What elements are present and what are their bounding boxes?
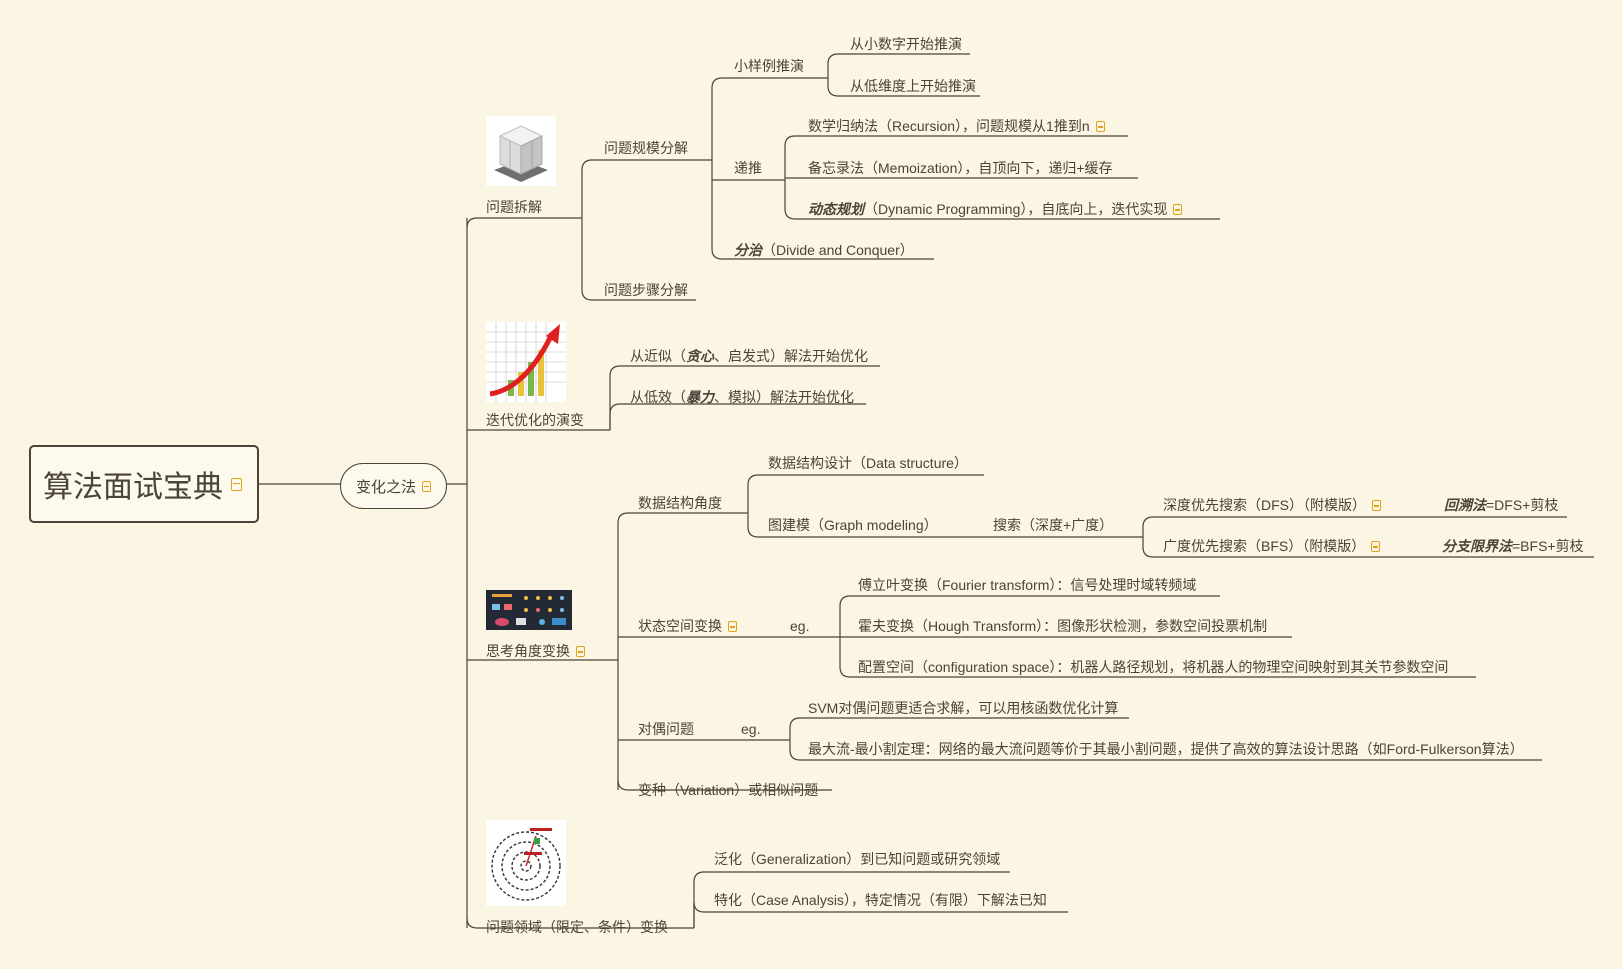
- node-perspective[interactable]: 思考角度变换: [486, 642, 585, 660]
- node-ds-angle[interactable]: 数据结构角度: [638, 495, 722, 511]
- node-bfs[interactable]: 广度优先搜索（BFS）（附模版）: [1163, 537, 1381, 555]
- target-circles-image: [486, 820, 566, 906]
- node-induction[interactable]: 数学归纳法（Recursion），问题规模从1推到n: [808, 117, 1105, 135]
- node-duality[interactable]: 对偶问题: [638, 721, 694, 737]
- node-ds-design[interactable]: 数据结构设计（Data structure）: [768, 455, 968, 471]
- note-icon[interactable]: [1173, 204, 1183, 215]
- node-variation[interactable]: 变种（Variation）或相似问题: [638, 782, 819, 798]
- note-icon[interactable]: [231, 477, 242, 491]
- node-state-space[interactable]: 状态空间变换: [638, 617, 737, 635]
- main-topic[interactable]: 变化之法: [340, 463, 447, 509]
- node-graph-modeling[interactable]: 图建模（Graph modeling）: [768, 517, 938, 533]
- dc-text: （Divide and Conquer）: [762, 242, 914, 258]
- root-title: 算法面试宝典: [43, 471, 223, 504]
- state-label: 状态空间变换: [638, 618, 722, 634]
- dfs-label: 深度优先搜索（DFS）（附模版）: [1163, 497, 1366, 513]
- node-fourier[interactable]: 傅立叶变换（Fourier transform）：信号处理时域转频域: [858, 577, 1197, 593]
- approx-post: 、启发式）解法开始优化: [714, 348, 868, 364]
- node-generalization[interactable]: 泛化（Generalization）到已知问题或研究领域: [714, 851, 1001, 867]
- node-decompose[interactable]: 问题拆解: [486, 199, 542, 215]
- node-state-eg[interactable]: eg.: [790, 618, 810, 634]
- node-search[interactable]: 搜索（深度+广度）: [993, 517, 1114, 533]
- bb-em: 分支限界法: [1442, 538, 1512, 554]
- node-small-example[interactable]: 小样例推演: [734, 58, 804, 74]
- backtrack-text: =DFS+剪枝: [1486, 497, 1559, 513]
- ineff-pre: 从低效（: [630, 389, 686, 405]
- root-topic[interactable]: 算法面试宝典: [29, 445, 259, 523]
- approx-pre: 从近似（: [630, 348, 686, 364]
- note-icon[interactable]: [422, 480, 431, 492]
- node-domain[interactable]: 问题领域（限定、条件）变换: [486, 919, 668, 935]
- bfs-label: 广度优先搜索（BFS）（附模版）: [1163, 538, 1366, 554]
- dp-emphasis: 动态规划: [808, 201, 864, 217]
- approx-em: 贪心: [686, 348, 714, 364]
- note-icon[interactable]: [728, 621, 737, 632]
- node-config-space[interactable]: 配置空间（configuration space）：机器人路径规划，将机器人的物…: [858, 659, 1449, 675]
- induction-label: 数学归纳法（Recursion），问题规模从1推到n: [808, 118, 1090, 134]
- node-small-numbers[interactable]: 从小数字开始推演: [850, 36, 962, 52]
- perspective-label: 思考角度变换: [486, 643, 570, 659]
- dp-text: （Dynamic Programming），自底向上，迭代实现: [864, 201, 1168, 217]
- node-dynamic-programming[interactable]: 动态规划（Dynamic Programming），自底向上，迭代实现: [808, 200, 1183, 218]
- node-dual-eg[interactable]: eg.: [741, 721, 761, 737]
- growth-chart-image: [486, 322, 566, 402]
- node-specialization[interactable]: 特化（Case Analysis），特定情况（有限）下解法已知: [714, 892, 1047, 908]
- dc-emphasis: 分治: [734, 242, 762, 258]
- node-dfs[interactable]: 深度优先搜索（DFS）（附模版）: [1163, 496, 1381, 514]
- node-scale-decompose[interactable]: 问题规模分解: [604, 140, 688, 156]
- node-memoization[interactable]: 备忘录法（Memoization），自顶向下，递归+缓存: [808, 160, 1113, 176]
- note-icon[interactable]: [1095, 121, 1105, 132]
- node-hough[interactable]: 霍夫变换（Hough Transform）：图像形状检测，参数空间投票机制: [858, 618, 1268, 634]
- node-step-decompose[interactable]: 问题步骤分解: [604, 282, 688, 298]
- note-icon[interactable]: [1372, 500, 1381, 511]
- cube-image: [486, 116, 556, 186]
- node-inefficient[interactable]: 从低效（暴力、模拟）解法开始优化: [630, 388, 854, 406]
- node-recurrence[interactable]: 递推: [734, 160, 762, 176]
- ineff-em: 暴力: [686, 389, 714, 405]
- node-maxflow[interactable]: 最大流-最小割定理：网络的最大流问题等价于其最小割问题，提供了高效的算法设计思路…: [808, 741, 1524, 757]
- note-icon[interactable]: [576, 646, 585, 657]
- node-iterate[interactable]: 迭代优化的演变: [486, 412, 584, 428]
- main-label: 变化之法: [355, 478, 416, 496]
- note-icon[interactable]: [1371, 541, 1381, 552]
- node-svm[interactable]: SVM对偶问题更适合求解，可以用核函数优化计算: [808, 700, 1119, 716]
- node-approx[interactable]: 从近似（贪心、启发式）解法开始优化: [630, 347, 868, 365]
- dashboard-image: [486, 590, 572, 630]
- node-backtracking[interactable]: 回溯法=DFS+剪枝: [1444, 496, 1558, 514]
- backtrack-em: 回溯法: [1444, 497, 1486, 513]
- node-low-dimension[interactable]: 从低维度上开始推演: [850, 78, 976, 94]
- node-divide-conquer[interactable]: 分治（Divide and Conquer）: [734, 241, 914, 259]
- bb-text: =BFS+剪枝: [1512, 538, 1584, 554]
- node-branch-bound[interactable]: 分支限界法=BFS+剪枝: [1442, 537, 1584, 555]
- ineff-post: 、模拟）解法开始优化: [714, 389, 854, 405]
